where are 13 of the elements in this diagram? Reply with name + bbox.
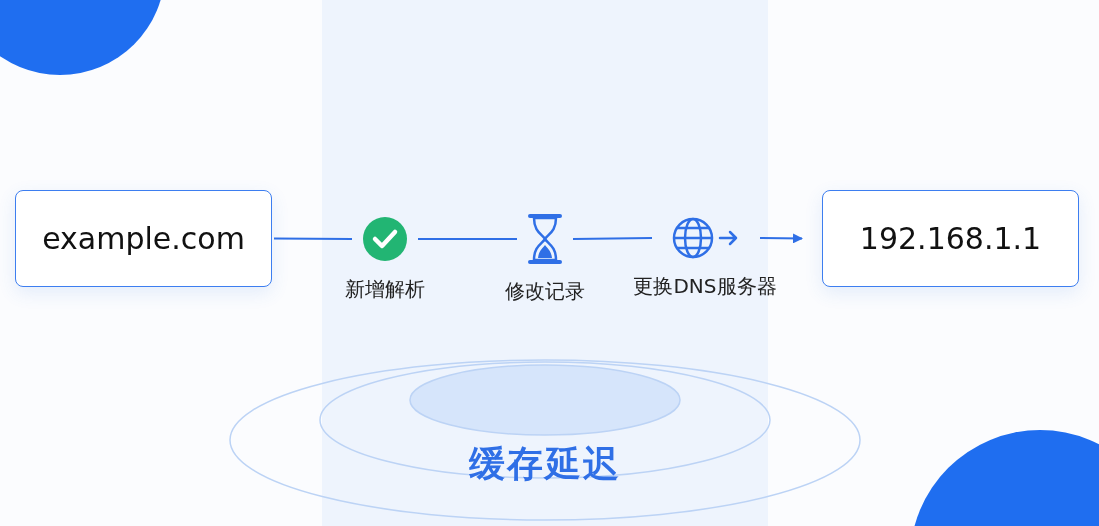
- domain-box: example.com: [15, 190, 272, 287]
- connector-line: [417, 238, 518, 240]
- connector-line: [572, 237, 653, 240]
- step-caption: 修改记录: [505, 278, 585, 305]
- arrow: [759, 233, 803, 244]
- label-text: 缓存延迟: [469, 442, 621, 486]
- globe-icon: [672, 217, 740, 259]
- check-icon: [362, 216, 408, 262]
- hourglass-icon: [527, 214, 563, 264]
- ip-address-box: 192.168.1.1: [822, 190, 1079, 287]
- step-caption: 新增解析: [345, 276, 425, 303]
- step-caption: 更换DNS服务器: [633, 273, 777, 300]
- connector-line: [273, 237, 353, 240]
